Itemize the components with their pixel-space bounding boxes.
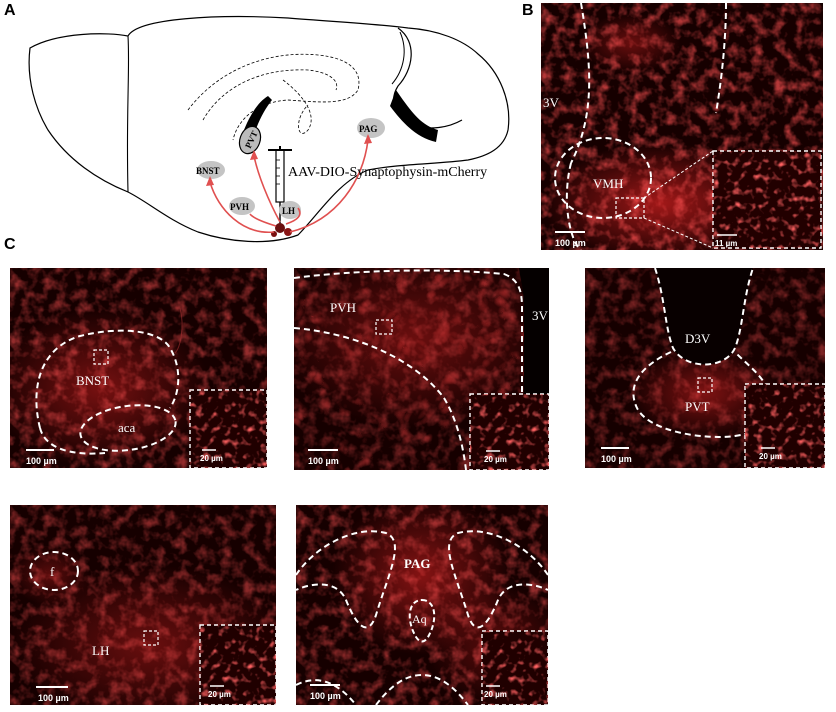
panel-letter-c: C [4, 236, 16, 253]
projection-arrow-pvt [253, 155, 281, 223]
pvt-region-label: PVT [685, 399, 710, 414]
brain-outline [28, 15, 510, 243]
micrograph-pvh: PVH 3V 100 µm 20 µm [294, 268, 549, 470]
pvt-inset-scale-label: 20 µm [759, 452, 782, 461]
pag-region-label: PAG [404, 556, 430, 571]
micrograph-lh: f LH 100 µm 20 µm [10, 505, 276, 705]
region-pvh-ellipse [229, 197, 255, 215]
region-pag-ellipse [357, 118, 385, 138]
lh-inset-scale-label: 20 µm [208, 690, 231, 699]
pvh-v3-label: 3V [532, 308, 549, 323]
bnst-scale-label: 100 µm [26, 456, 57, 466]
pvh-region-label: PVH [330, 300, 356, 315]
vmh-v3-label: 3V [543, 95, 560, 110]
ventricle-dashed-3 [282, 79, 312, 134]
micrograph-bnst: BNST aca 100 µm 20 µm [10, 268, 267, 468]
vmh-inset-scale-label: 11 µm [715, 239, 737, 248]
olfactory-bulb-outline [126, 35, 130, 193]
pag-inset-scale-label: 20 µm [484, 690, 507, 699]
pvh-inset-scale-label: 20 µm [484, 455, 507, 464]
pvt-scale-label: 100 µm [601, 454, 632, 464]
region-bnst-label: BNST [196, 166, 220, 176]
region-lh-ellipse [279, 201, 301, 219]
vmh-region-label: VMH [593, 176, 623, 191]
region-lh-label: LH [282, 206, 295, 216]
micrograph-pag: PAG Aq 100 µm 20 µm [296, 505, 548, 705]
ventricle-dashed [187, 53, 360, 141]
pag-scale-label: 100 µm [310, 691, 341, 701]
injection-label: AAV-DIO-Synaptophysin-mCherry [288, 165, 487, 180]
lh-f-label: f [50, 564, 55, 579]
region-pvt-ellipse [238, 125, 262, 155]
pvt-d3v-label: D3V [685, 331, 711, 346]
bnst-inset-scale-label: 20 µm [200, 454, 223, 463]
brain-schematic: PVT BNST PVH LH PAG AAV-DIO-Synaptophysi… [28, 15, 510, 243]
region-bnst-ellipse [197, 161, 225, 179]
hindbrain-dark [390, 90, 438, 142]
pvh-scale-label: 100 µm [308, 456, 339, 466]
panel-letter-b: B [522, 2, 534, 19]
projection-arrow-pag [289, 139, 369, 233]
panel-letter-a: A [4, 2, 16, 19]
injection-site [271, 223, 292, 237]
bnst-aca-label: aca [118, 420, 136, 435]
projection-arrow-lh [285, 207, 301, 225]
cerebellum-gap [391, 31, 405, 85]
pag-aq-label: Aq [412, 612, 427, 626]
region-pvh-label: PVH [230, 202, 249, 212]
ventricle-dashed-2 [202, 69, 338, 121]
bnst-region-label: BNST [76, 373, 109, 388]
lh-scale-label: 100 µm [38, 693, 69, 703]
region-pag-label: PAG [359, 124, 377, 134]
vmh-scale-label: 100 µm [555, 238, 586, 248]
projection-arrow-pvh [249, 213, 277, 227]
projection-arrow-bnst [209, 181, 275, 233]
micrograph-pvt: D3V PVT 100 µm 20 µm [585, 268, 825, 468]
lh-region-label: LH [92, 643, 109, 658]
micrograph-vmh: 3V VMH 100 µm 11 µm [541, 3, 823, 250]
